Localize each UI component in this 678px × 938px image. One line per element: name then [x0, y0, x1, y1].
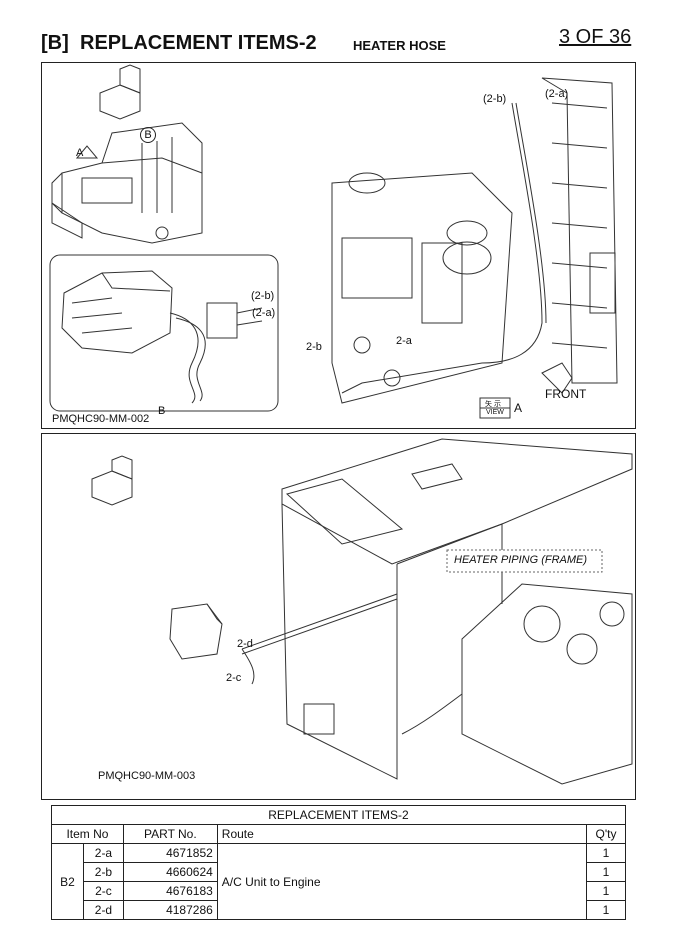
page-title: REPLACEMENT ITEMS-2	[80, 32, 317, 54]
qty-cell: 1	[585, 862, 627, 882]
item-cell: 2-a	[82, 843, 124, 863]
figure-2-drawing	[91, 438, 633, 785]
callout-2b-detail: (2-b)	[251, 290, 275, 302]
table-row: 2-b 4660624 1	[52, 862, 627, 882]
view-letter: A	[514, 401, 523, 415]
view-kanji: 矢 示	[485, 401, 501, 408]
view-label: VIEW	[486, 409, 504, 416]
part-cell: 4676183	[122, 881, 218, 901]
callout-2c: 2-c	[226, 672, 242, 684]
figure-panel-2: HEATER PIPING (FRAME) 2-d 2-c PMQHC90-MM…	[41, 433, 636, 800]
qty-cell: 1	[585, 881, 627, 901]
table-title-row: REPLACEMENT ITEMS-2	[51, 805, 626, 825]
item-cell: 2-d	[82, 900, 124, 920]
front-label: FRONT	[545, 387, 587, 401]
replacement-items-table: REPLACEMENT ITEMS-2 Item No PART No. Rou…	[51, 805, 627, 920]
figure-1-drawing	[49, 64, 618, 419]
part-cell: 4660624	[122, 862, 218, 882]
header-part-no: PART No.	[122, 824, 218, 844]
callout-2a-engine: 2-a	[396, 335, 412, 347]
header-qty: Q'ty	[585, 824, 627, 844]
table-row: B2 2-a 4671852 A/C Unit to Engine 1	[51, 843, 627, 920]
item-cell: 2-c	[82, 881, 124, 901]
callout-2b-top: (2-b)	[483, 93, 507, 105]
table-title: REPLACEMENT ITEMS-2	[51, 805, 626, 825]
qty-cell: 1	[585, 843, 627, 863]
header-item-no: Item No	[51, 824, 124, 844]
figure-2-caption: PMQHC90-MM-003	[98, 770, 196, 782]
page-number: 3 OF 36	[559, 26, 632, 48]
qty-cell: 1	[585, 900, 627, 920]
heater-piping-label: HEATER PIPING (FRAME)	[454, 554, 588, 566]
callout-2a-top: (2-a)	[545, 88, 569, 100]
page-subtitle: HEATER HOSE	[353, 38, 446, 53]
callout-2b-engine: 2-b	[306, 341, 322, 353]
callout-2a-detail: (2-a)	[252, 307, 276, 319]
table-header-row: Item No PART No. Route Q'ty	[51, 824, 627, 844]
item-cell: 2-b	[82, 862, 124, 882]
callout-2d: 2-d	[237, 638, 253, 650]
figure-1-caption: PMQHC90-MM-002	[52, 413, 150, 425]
section-bracket: [B]	[41, 32, 69, 54]
callout-b-circle: B	[140, 127, 156, 143]
header-route: Route	[216, 824, 587, 844]
group-cell: B2	[51, 843, 84, 920]
route-cell: A/C Unit to Engine	[216, 843, 587, 920]
table-row: 2-d 4187286 1	[52, 900, 627, 920]
callout-b: B	[158, 405, 166, 417]
figure-panel-1: A B B (2-b) (2-a) (2-b) (2-a) 2-b 2-a FR…	[41, 62, 636, 429]
callout-a: A	[76, 147, 84, 159]
part-cell: 4671852	[122, 843, 218, 863]
part-cell: 4187286	[122, 900, 218, 920]
